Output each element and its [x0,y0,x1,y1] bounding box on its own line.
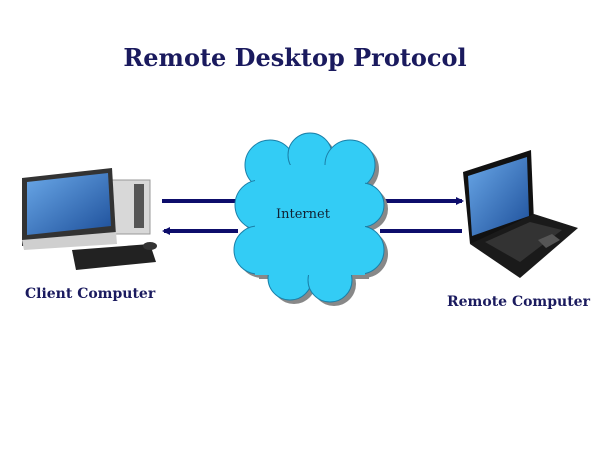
diagram-title: Remote Desktop Protocol [123,43,467,72]
cloud-icon [233,132,388,306]
laptop-icon [463,150,578,278]
remote-computer-label: Remote Computer [447,294,590,310]
internet-label: Internet [276,207,330,222]
client-computer-label: Client Computer [25,286,156,302]
desktop-computer-icon [22,168,157,270]
